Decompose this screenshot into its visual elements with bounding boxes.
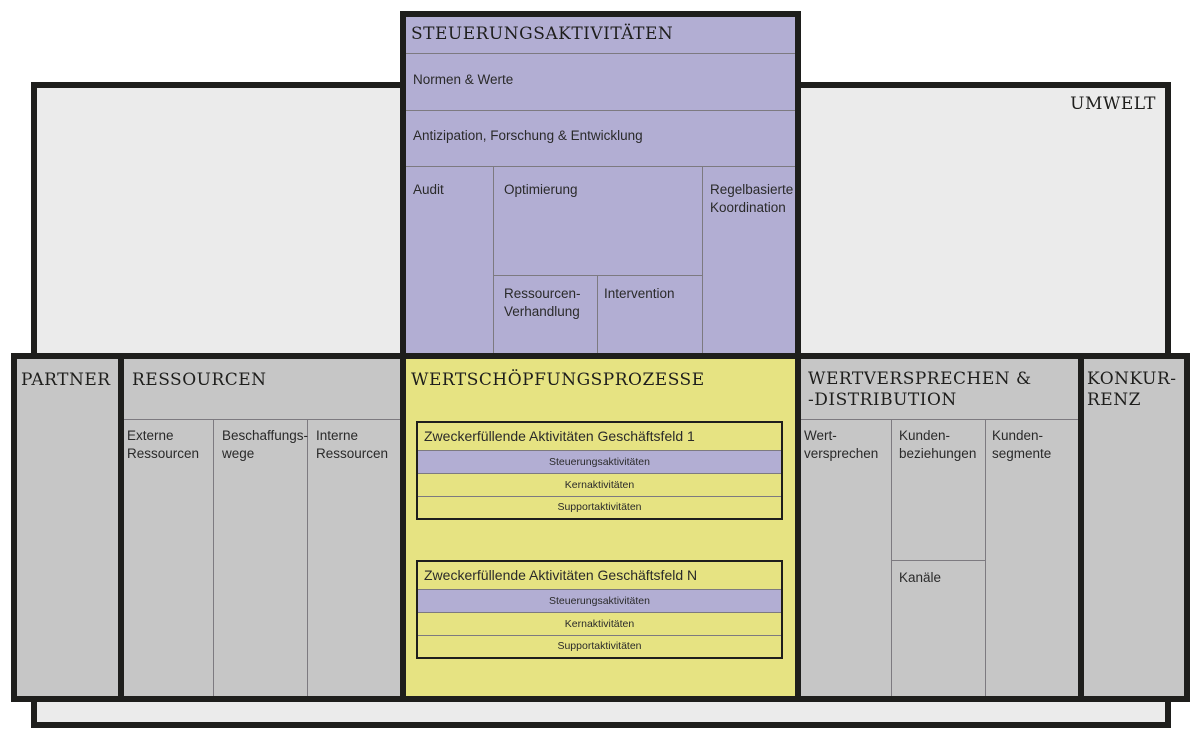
steuerungsaktivitaeten-panel: STEUERUNGSAKTIVITÄTEN Normen & Werte Ant… xyxy=(400,11,801,363)
antizipation-label: Antizipation, Forschung & Entwicklung xyxy=(413,128,643,143)
gfn-steuerung-row: Steuerungsaktivitäten xyxy=(418,589,781,613)
wertschoepfung-title: WERTSCHÖPFUNGSPROZESSE xyxy=(411,370,705,390)
gf1-kern-row: Kernaktivitäten xyxy=(418,474,781,497)
gfn-support-row: Supportaktivitäten xyxy=(557,640,642,652)
ressourcen-header: RESSOURCEN xyxy=(124,359,400,420)
gf1-support-row: Supportaktivitäten xyxy=(557,501,642,513)
kundenbeziehungen-label: Kunden- beziehungen xyxy=(899,428,977,461)
normen-werte-label: Normen & Werte xyxy=(413,72,514,87)
beschaffungswege-label: Beschaffungs- wege xyxy=(222,428,309,461)
audit-label: Audit xyxy=(413,182,444,197)
regelbasierte-koordination-label: Regelbasierte Koordination xyxy=(710,182,794,215)
wertversprechen-header: WERTVERSPRECHEN & -DISTRIBUTION xyxy=(801,359,1078,420)
kundensegmente-label: Kunden- segmente xyxy=(992,428,1052,461)
kanaele-label: Kanäle xyxy=(899,570,942,585)
partner-panel: PARTNER xyxy=(11,353,124,702)
geschaeftsfeld-1-title: Zweckerfüllende Aktivitäten Geschäftsfel… xyxy=(424,428,695,444)
geschaeftsfeld-n-title: Zweckerfüllende Aktivitäten Geschäftsfel… xyxy=(424,567,698,583)
regelbasierte-koordination-cell: Regelbasierte Koordination xyxy=(703,167,795,357)
steuerung-header: STEUERUNGSAKTIVITÄTEN xyxy=(406,17,795,54)
normen-werte-row: Normen & Werte xyxy=(406,54,795,111)
ressourcen-verhandlung-label: Ressourcen- Verhandlung xyxy=(504,286,581,319)
konkurrenz-title: KONKUR- RENZ xyxy=(1087,369,1177,410)
wertversprechen-cell: Wert- versprechen xyxy=(801,420,892,696)
geschaeftsfeld-1-box: Zweckerfüllende Aktivitäten Geschäftsfel… xyxy=(416,421,783,520)
beschaffungswege-cell: Beschaffungs- wege xyxy=(214,420,308,696)
interne-ressourcen-cell: Interne Ressourcen xyxy=(308,420,400,696)
wertversprechen-label: Wert- versprechen xyxy=(804,428,879,461)
audit-cell: Audit xyxy=(406,167,494,357)
ressourcen-panel: RESSOURCEN Externe Ressourcen Beschaffun… xyxy=(118,353,406,702)
steuerung-title: STEUERUNGSAKTIVITÄTEN xyxy=(411,24,674,44)
gfn-kern-row: Kernaktivitäten xyxy=(418,613,781,636)
ressourcen-verhandlung-cell: Ressourcen- Verhandlung xyxy=(494,276,598,357)
partner-title: PARTNER xyxy=(21,370,111,390)
ressourcen-title: RESSOURCEN xyxy=(132,370,267,390)
konkurrenz-panel: KONKUR- RENZ xyxy=(1078,353,1190,702)
wertversprechen-title: WERTVERSPRECHEN & -DISTRIBUTION xyxy=(808,369,1032,410)
externe-ressourcen-cell: Externe Ressourcen xyxy=(124,420,214,696)
kundenbeziehungen-cell: Kunden- beziehungen xyxy=(892,420,986,561)
intervention-label: Intervention xyxy=(604,286,675,301)
kundensegmente-cell: Kunden- segmente xyxy=(986,420,1078,696)
geschaeftsfeld-n-box: Zweckerfüllende Aktivitäten Geschäftsfel… xyxy=(416,560,783,659)
optimierung-cell: Optimierung xyxy=(494,167,703,276)
externe-ressourcen-label: Externe Ressourcen xyxy=(127,428,200,461)
umwelt-title: UMWELT xyxy=(1070,94,1156,114)
wertschoepfungsprozesse-panel: WERTSCHÖPFUNGSPROZESSE Zweckerfüllende A… xyxy=(400,353,801,702)
gf1-steuerung-row: Steuerungsaktivitäten xyxy=(418,450,781,474)
optimierung-label: Optimierung xyxy=(504,182,578,197)
antizipation-row: Antizipation, Forschung & Entwicklung xyxy=(406,111,795,167)
interne-ressourcen-label: Interne Ressourcen xyxy=(316,428,389,461)
wertversprechen-panel: WERTVERSPRECHEN & -DISTRIBUTION Wert- ve… xyxy=(795,353,1084,702)
intervention-cell: Intervention xyxy=(598,276,703,357)
kanaele-cell: Kanäle xyxy=(892,561,986,696)
